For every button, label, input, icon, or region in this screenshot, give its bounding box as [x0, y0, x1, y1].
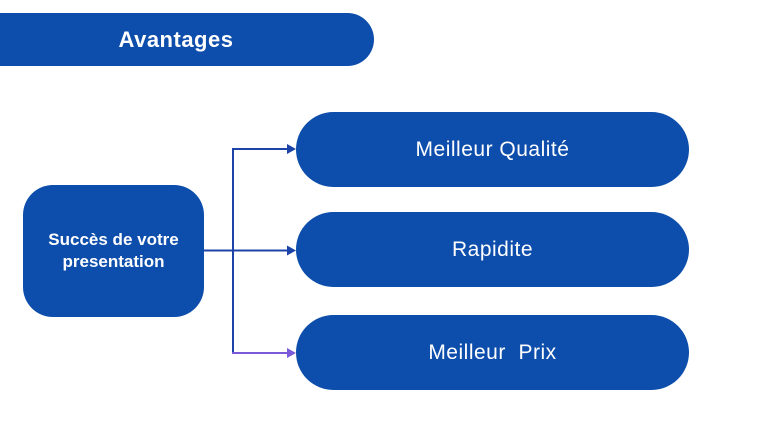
- node-root-label: Succès de votre presentation: [48, 229, 179, 271]
- node-rapidite: Rapidite: [296, 212, 689, 287]
- arrowhead-top: [287, 144, 296, 154]
- arrowhead-bottom: [287, 348, 296, 358]
- node-qualite-label: Meilleur Qualité: [415, 137, 570, 161]
- node-qualite: Meilleur Qualité: [296, 112, 689, 187]
- title-banner: Avantages: [0, 13, 374, 66]
- node-rapidite-label: Rapidite: [451, 237, 534, 261]
- slide-title: Avantages: [118, 26, 234, 52]
- node-prix: Meilleur Prix: [296, 315, 689, 390]
- node-root: Succès de votre presentation: [23, 185, 204, 317]
- arrowhead-middle: [287, 245, 296, 256]
- node-prix-label: Meilleur Prix: [428, 340, 557, 364]
